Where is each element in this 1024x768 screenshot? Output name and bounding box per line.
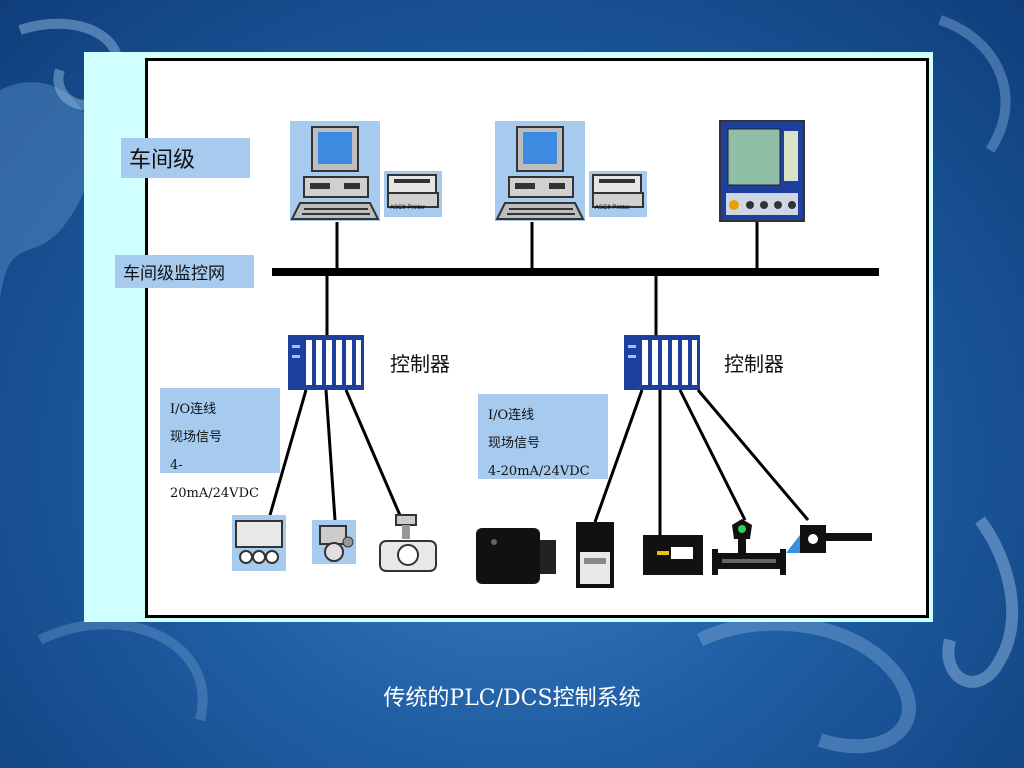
controller-label-left: 控制器 xyxy=(390,352,450,376)
junction-box-icon xyxy=(232,515,286,571)
io-line3: 4-20mA/24VDC xyxy=(488,464,590,479)
workstation-icon xyxy=(495,121,585,221)
pressure-transmitter-icon xyxy=(786,525,872,553)
io-info-box-right: I/O连线 现场信号 4-20mA/24VDC xyxy=(478,394,608,479)
slide-caption: 传统的PLC/DCS控制系统 xyxy=(383,686,641,711)
controller-rack-icon xyxy=(624,335,700,390)
io-wire xyxy=(344,389,404,521)
io-wire xyxy=(324,389,337,521)
io-line1: I/O连线 xyxy=(488,408,535,423)
io-info-box-left: I/O连线 现场信号 4-20mA/24VDC xyxy=(160,388,280,501)
transmitter-icon xyxy=(643,535,703,575)
flow-meter-icon xyxy=(712,519,786,575)
io-line2: 现场信号 xyxy=(488,436,541,451)
io-line2: 现场信号 xyxy=(170,430,223,445)
control-valve-icon xyxy=(379,514,437,572)
printer-icon xyxy=(589,171,647,217)
io-line3: 4-20mA/24VDC xyxy=(170,458,259,501)
printer-label: ASCII Printer xyxy=(595,205,631,211)
io-line1: I/O连线 xyxy=(170,402,217,417)
workshop-level-label: 车间级 xyxy=(121,138,250,178)
controller-label-right: 控制器 xyxy=(724,352,784,376)
servo-drive-icon xyxy=(576,522,614,588)
operator-panel-icon xyxy=(719,120,805,222)
io-wire xyxy=(696,389,810,521)
workstation-icon xyxy=(290,121,380,221)
io-wire xyxy=(268,389,308,516)
io-wire xyxy=(678,389,747,521)
servo-motor-icon xyxy=(476,528,556,584)
controller-rack-icon xyxy=(288,335,364,390)
workshop-network-label: 车间级监控网 xyxy=(115,255,254,288)
workshop-level-text: 车间级 xyxy=(129,148,196,173)
printer-icon xyxy=(384,171,442,217)
workshop-network-text: 车间级监控网 xyxy=(123,264,225,284)
io-wire xyxy=(593,389,644,523)
network-bus xyxy=(272,268,879,276)
valve-positioner-icon xyxy=(312,520,356,564)
printer-label: ASCII Printer xyxy=(390,205,426,211)
